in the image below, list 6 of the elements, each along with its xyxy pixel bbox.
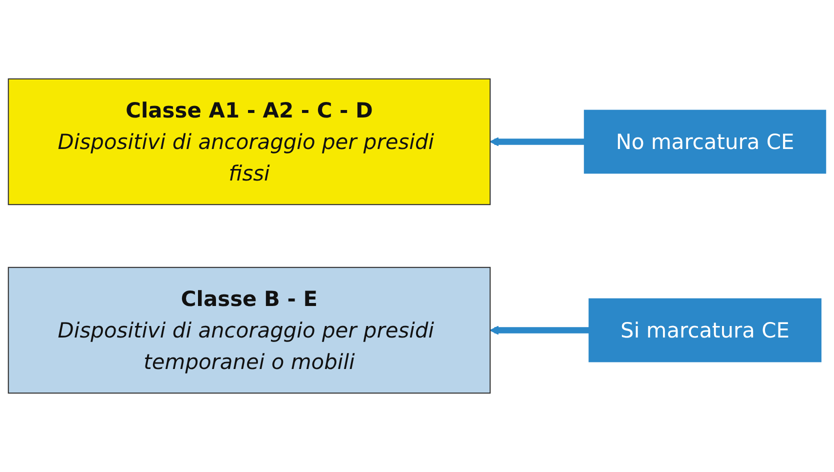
arrow (490, 326, 590, 335)
node-box: Si marcatura CE (588, 298, 822, 362)
node-box: Classe B - E Dispositivi di ancoraggio per presidi temporanei o mobili (8, 266, 491, 394)
node-box: No marcatura CE (584, 110, 826, 174)
arrow (490, 137, 584, 146)
node-box: Classe A1 - A2 - C - D Dispositivi di ancoraggio per presidi fissi (8, 78, 491, 206)
